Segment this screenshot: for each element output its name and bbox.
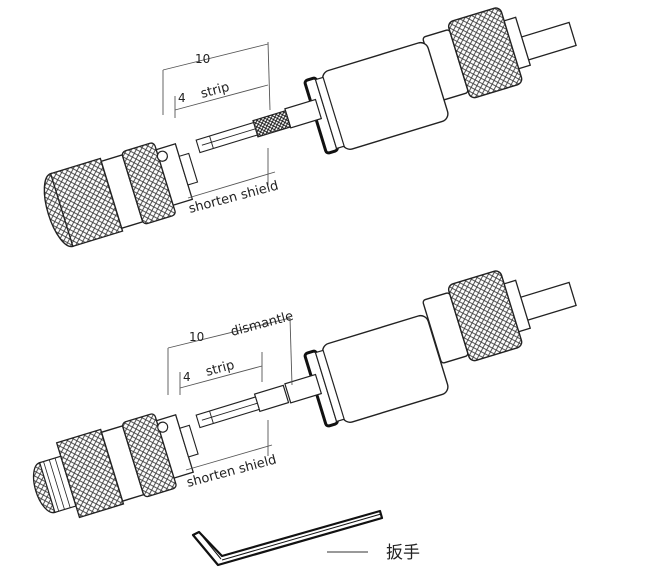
top-coupling-nut <box>43 142 199 248</box>
bottom-housing-body <box>303 314 449 428</box>
top-prepared-cable <box>195 98 323 154</box>
top-dimension-lines <box>162 41 276 199</box>
top-dim-total: 10 <box>195 52 210 66</box>
bottom-shield-label: shorten shield <box>185 452 278 490</box>
bottom-dismantle-label: dismantle <box>229 309 295 340</box>
hex-wrench <box>191 509 384 567</box>
top-rear-nut <box>422 7 532 101</box>
bottom-assembly: 10 4 strip dismantle shorten shield <box>32 270 577 519</box>
bottom-prepared-cable <box>195 373 323 429</box>
bottom-dim-strip-length: 4 <box>183 370 191 384</box>
bottom-dimension-lines <box>167 317 293 471</box>
wrench-label: 扳手 <box>386 543 420 563</box>
top-strip-label: strip <box>199 80 231 102</box>
top-housing-body <box>303 41 449 155</box>
bottom-strip-label: strip <box>204 358 236 380</box>
bottom-dim-total: 10 <box>189 330 204 344</box>
top-assembly: 10 4 strip shorten shield <box>43 7 577 248</box>
top-dim-strip-length: 4 <box>178 91 186 105</box>
bottom-coupling-nut <box>32 413 199 519</box>
bottom-rear-nut <box>422 270 532 364</box>
